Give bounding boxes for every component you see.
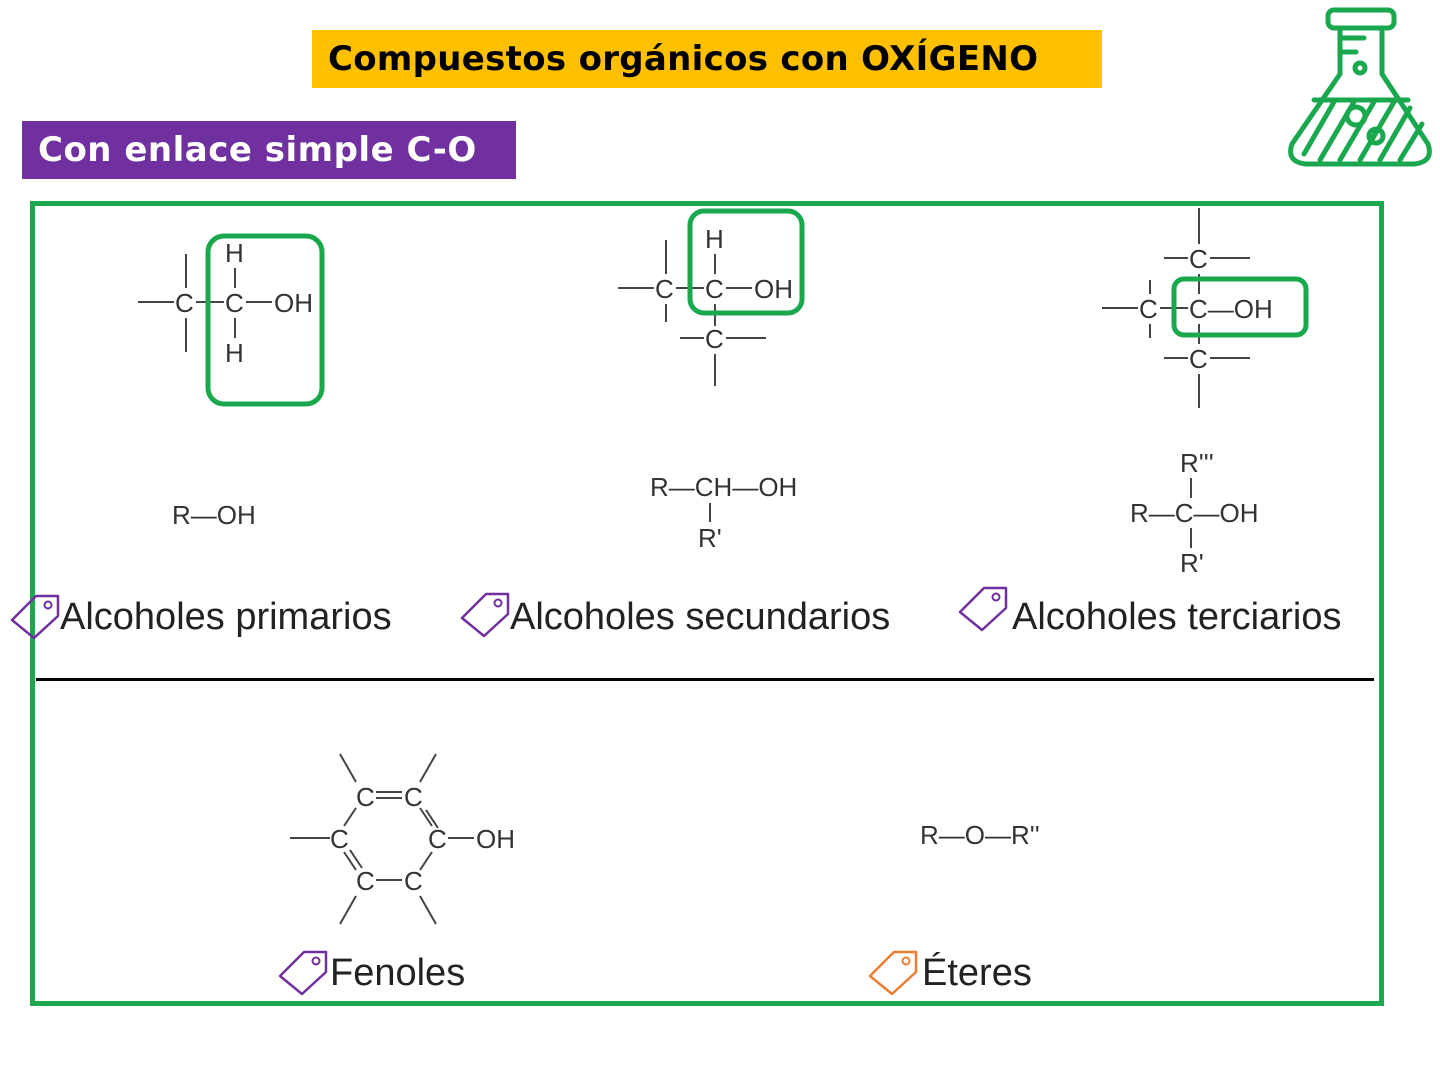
content-frame bbox=[30, 201, 1384, 1006]
label-primary-alcohols: Alcoholes primarios bbox=[60, 596, 392, 638]
section-banner: Con enlace simple C-O bbox=[22, 121, 516, 179]
atom-h: H bbox=[705, 224, 724, 254]
label-tertiary-alcohols: Alcoholes terciarios bbox=[1012, 596, 1342, 638]
tag-icon bbox=[958, 586, 1008, 632]
tertiary-alcohol-structure: C C C—OH C bbox=[1102, 208, 1309, 408]
atom-h: H bbox=[225, 338, 244, 368]
tertiary-bottom-substituent: R' bbox=[1180, 548, 1204, 578]
flask-icon bbox=[1288, 7, 1432, 167]
title-banner: Compuestos orgánicos con OXÍGENO bbox=[312, 30, 1102, 88]
phenol-structure: C C C C C C OH bbox=[290, 753, 515, 925]
group-oh: OH bbox=[274, 288, 313, 318]
secondary-formula: R—CH—OH bbox=[650, 472, 798, 502]
tag-icon bbox=[868, 950, 918, 996]
group-oh: OH bbox=[754, 274, 793, 304]
atom-c: C bbox=[225, 288, 244, 318]
bond-vertical bbox=[709, 503, 711, 522]
atom-c: C bbox=[330, 824, 349, 854]
secondary-substituent: R' bbox=[698, 523, 722, 553]
label-secondary-alcohols: Alcoholes secundarios bbox=[510, 596, 891, 638]
atom-c: C bbox=[404, 866, 423, 896]
atom-c: C bbox=[1189, 244, 1208, 274]
atom-c: C bbox=[705, 324, 724, 354]
atom-c: C bbox=[428, 824, 447, 854]
atom-c: C bbox=[356, 782, 375, 812]
atom-c: C bbox=[1139, 294, 1158, 324]
bond-vertical bbox=[1190, 478, 1192, 498]
label-phenols: Fenoles bbox=[330, 952, 466, 994]
label-ethers: Éteres bbox=[922, 952, 1032, 994]
atom-c: C bbox=[175, 288, 194, 318]
primary-alcohol-structure: C C H H OH bbox=[138, 233, 325, 407]
atom-c: C bbox=[404, 782, 423, 812]
secondary-alcohol-structure: C C H OH C bbox=[618, 208, 805, 386]
atom-h: H bbox=[225, 238, 244, 268]
primary-formula: R—OH bbox=[172, 500, 256, 530]
tertiary-formula: R—C—OH bbox=[1130, 498, 1259, 528]
atom-c: C bbox=[705, 274, 724, 304]
ether-formula: R—O—R'' bbox=[920, 820, 1040, 850]
page-title: Compuestos orgánicos con OXÍGENO bbox=[328, 39, 1039, 79]
atom-c: C bbox=[356, 866, 375, 896]
tag-icon bbox=[278, 950, 328, 996]
atom-c: C bbox=[655, 274, 674, 304]
section-divider bbox=[36, 678, 1374, 681]
tag-icon bbox=[10, 594, 60, 640]
group-c-oh: C—OH bbox=[1189, 294, 1273, 324]
tag-icon bbox=[460, 592, 510, 638]
group-oh: OH bbox=[476, 824, 515, 854]
tertiary-top-substituent: R''' bbox=[1180, 448, 1214, 478]
bond-vertical bbox=[1190, 528, 1192, 548]
section-title: Con enlace simple C-O bbox=[38, 130, 477, 170]
atom-c: C bbox=[1189, 344, 1208, 374]
